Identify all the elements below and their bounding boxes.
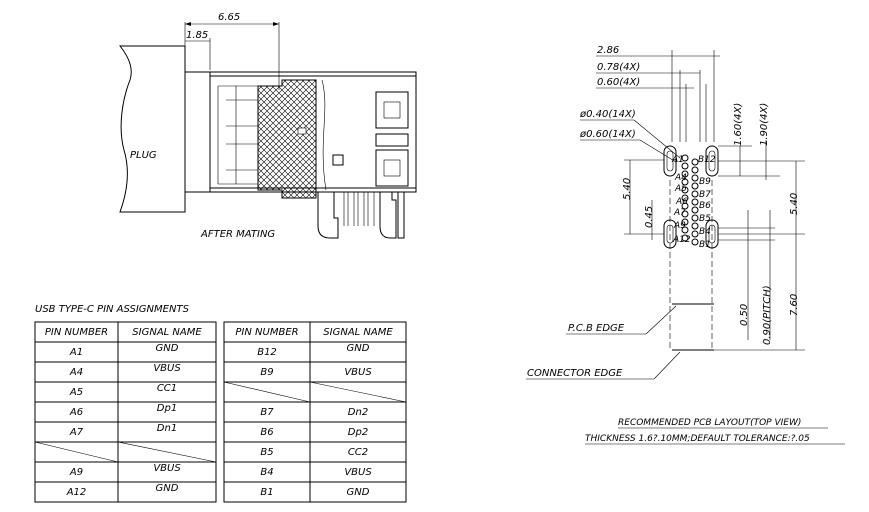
- pin-cell: A9: [69, 467, 84, 478]
- pin-cell: A12: [66, 487, 87, 498]
- dim-hole-large: ø0.60(14X): [579, 129, 636, 140]
- pad-label-a9: A9: [673, 221, 686, 231]
- pad-label-b6: B6: [699, 201, 711, 211]
- dim-1-85: 1.85: [186, 30, 208, 41]
- signal-cell: CC1: [156, 383, 178, 394]
- pad-label-a7: A7: [673, 208, 686, 218]
- dim-0-60: 0.60(4X): [597, 77, 640, 88]
- signal-cell: VBUS: [344, 467, 372, 478]
- dim-hole-small: ø0.40(14X): [579, 109, 636, 120]
- header-pin-number: PIN NUMBER: [44, 327, 109, 338]
- pin-cell: A4: [69, 367, 84, 378]
- pin-cell: B6: [260, 427, 274, 438]
- pad-label-b12: B12: [698, 155, 716, 165]
- dim-5-40-left: 5.40: [622, 178, 633, 200]
- shell-window-top: [375, 91, 409, 129]
- connector-edge-label: CONNECTOR EDGE: [527, 368, 623, 379]
- header-pin-number: PIN NUMBER: [235, 327, 299, 338]
- pad-label-a1: A1: [671, 155, 684, 165]
- dim-1-60: 1.60(4X): [733, 103, 744, 146]
- pad-label-b5: B5: [699, 214, 711, 224]
- header-signal-name: SIGNAL NAME: [132, 327, 202, 338]
- plug-body: [118, 45, 186, 213]
- pad-array: [681, 154, 699, 246]
- mating-view: 6.65 1.85 PLUG: [118, 12, 417, 240]
- pin-cell: B7: [260, 407, 274, 418]
- pin-cell: B5: [260, 447, 274, 458]
- pcb-layout-view: 2.86 0.78(4X) 0.60(4X) ø0.40(14X) ø0.60(…: [526, 45, 845, 445]
- pad-label-b9: B9: [699, 177, 711, 187]
- pin-cell: B1: [260, 487, 274, 498]
- pad-label-b1: B1: [699, 240, 711, 250]
- signal-cell: GND: [155, 483, 179, 494]
- mating-caption: AFTER MATING: [200, 229, 275, 240]
- pad-label-a12: A12: [672, 235, 691, 245]
- signal-cell: VBUS: [153, 363, 181, 374]
- pad-label-a4: A4: [674, 173, 687, 183]
- layout-caption-title: RECOMMENDED PCB LAYOUT(TOP VIEW): [618, 418, 801, 428]
- dim-6-65: 6.65: [218, 12, 240, 23]
- pad-label-a6: A6: [675, 197, 688, 207]
- pin-cell: B12: [257, 347, 277, 358]
- pcb-edge-label: P.C.B EDGE: [568, 323, 625, 334]
- pin-cell: A5: [69, 387, 84, 398]
- signal-cell: CC2: [347, 447, 369, 458]
- signal-cell: Dn2: [347, 407, 369, 418]
- signal-cell: VBUS: [153, 463, 181, 474]
- shell-window-bottom: [375, 149, 409, 187]
- pin-cell: B4: [260, 467, 274, 478]
- dim-1-90: 1.90(4X): [759, 103, 770, 146]
- dim-7-60: 7.60: [789, 294, 800, 316]
- pin-table-title: USB TYPE-C PIN ASSIGNMENTS: [35, 304, 190, 315]
- slot-top-left: [663, 145, 677, 177]
- pin-cell: B9: [260, 367, 274, 378]
- dim-5-40-right: 5.40: [789, 193, 800, 215]
- pin-cell: A1: [69, 347, 84, 358]
- signal-cell: GND: [346, 343, 370, 354]
- pin-cell: A6: [69, 407, 84, 418]
- signal-cell: GND: [346, 487, 370, 498]
- signal-cell: VBUS: [344, 367, 372, 378]
- signal-cell: GND: [155, 343, 179, 354]
- pin-table-grid: [34, 321, 407, 503]
- dim-0-45: 0.45: [644, 206, 655, 228]
- dim-pitch: 0.90(PITCH): [762, 285, 773, 345]
- pad-label-b4: B4: [699, 227, 711, 237]
- header-signal-name: SIGNAL NAME: [323, 327, 393, 338]
- signal-cell: Dp2: [347, 427, 369, 438]
- dim-2-86: 2.86: [597, 45, 619, 56]
- hatched-tongue: [257, 79, 317, 199]
- layout-caption-note: THICKNESS 1.6?.10MM;DEFAULT TOLERANCE:?.…: [585, 434, 810, 444]
- pin-cell: A7: [69, 427, 84, 438]
- pad-label-a5: A5: [674, 184, 687, 194]
- signal-cell: Dn1: [156, 423, 178, 434]
- signal-cell: Dp1: [156, 403, 178, 414]
- dim-0-78: 0.78(4X): [597, 62, 640, 73]
- plug-label: PLUG: [130, 150, 157, 161]
- pad-label-b7: B7: [699, 190, 711, 200]
- dim-0-50: 0.50: [739, 304, 750, 326]
